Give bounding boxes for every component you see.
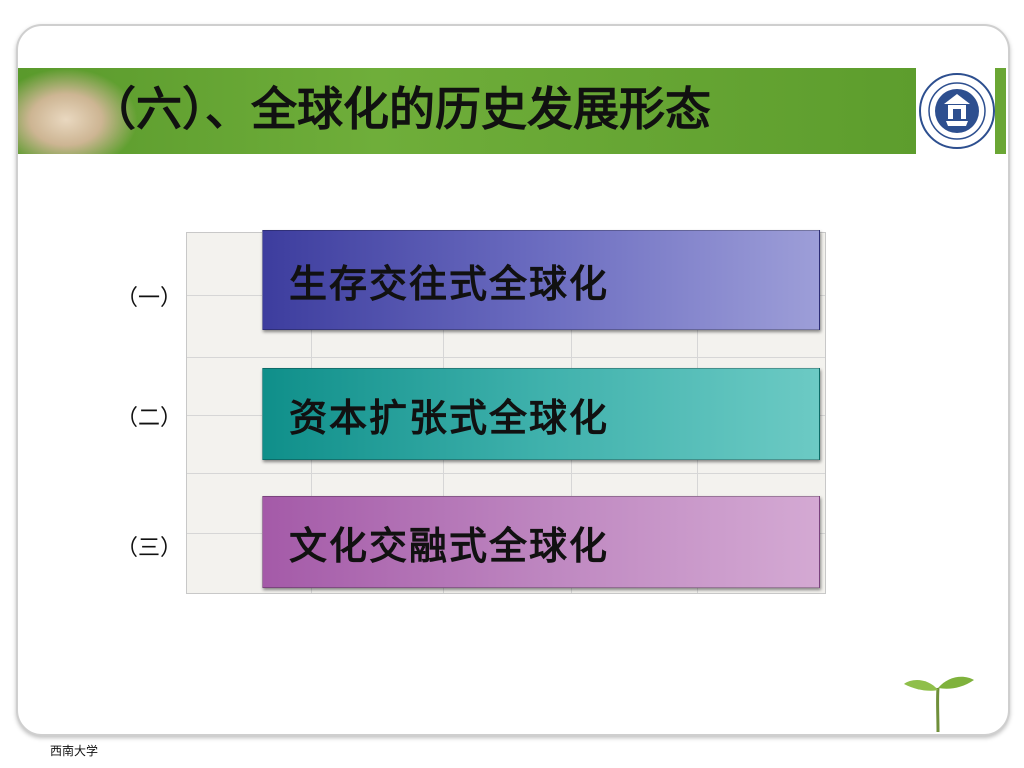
page-title: （六）、全球化的历史发展形态 bbox=[90, 82, 711, 136]
sprout-icon bbox=[904, 676, 974, 732]
title-banner bbox=[18, 68, 916, 154]
item-number: （二） bbox=[116, 406, 183, 431]
university-seal-icon bbox=[919, 73, 995, 149]
item-number: （一） bbox=[116, 286, 183, 311]
hands-seedling-image bbox=[18, 68, 138, 154]
item-label: 文化交融式全球化 bbox=[289, 522, 610, 568]
item-label: 生存交往式全球化 bbox=[289, 260, 610, 306]
item-label: 资本扩张式全球化 bbox=[289, 394, 610, 440]
item-box: 资本扩张式全球化 bbox=[262, 368, 820, 460]
item-box: 文化交融式全球化 bbox=[262, 496, 820, 588]
item-number: （三） bbox=[116, 536, 183, 561]
footer-text: 西南大学 bbox=[50, 744, 99, 758]
item-box: 生存交往式全球化 bbox=[262, 230, 820, 330]
